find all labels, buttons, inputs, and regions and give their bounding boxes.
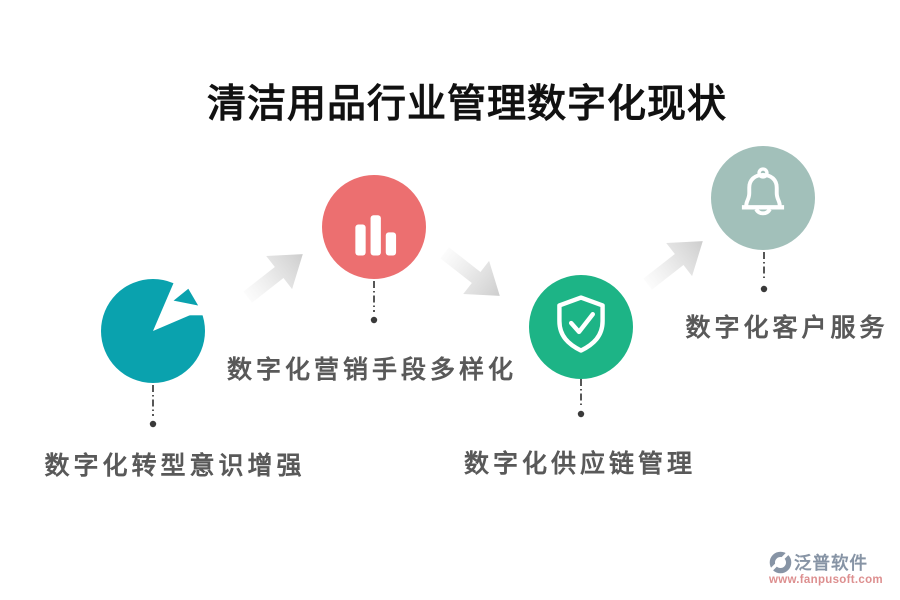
- step-2-label: 数字化营销手段多样化: [226, 356, 517, 384]
- fanpu-logo-icon: [769, 551, 792, 574]
- step-4-circle: [711, 146, 815, 250]
- step-1-circle: [101, 279, 205, 383]
- bell-icon: [711, 146, 815, 250]
- watermark-url-text: www.fanpusoft.com: [769, 574, 883, 586]
- shield-check-icon: [529, 275, 633, 379]
- step-3-label: 数字化供应链管理: [463, 450, 696, 478]
- step-4-label: 数字化客户服务: [685, 314, 889, 342]
- step-3-circle: [529, 275, 633, 379]
- arrow-up-right-icon: [228, 229, 324, 321]
- step-1-connector-line: [148, 384, 158, 430]
- step-2-connector-line: [369, 280, 379, 326]
- bar-chart-icon: [322, 175, 426, 279]
- page-title: 清洁用品行业管理数字化现状: [206, 83, 727, 126]
- step-2-circle: [322, 175, 426, 279]
- step-4-connector-line: [759, 251, 769, 297]
- pie-chart-icon: [101, 279, 205, 383]
- watermark: 泛普软件 www.fanpusoft.com: [769, 550, 897, 586]
- arrow-down-right-icon: [425, 229, 521, 321]
- arrow-up-right-icon: [628, 216, 724, 308]
- watermark-brand-row: 泛普软件: [769, 550, 897, 575]
- step-1-label: 数字化转型意识增强: [44, 452, 306, 480]
- step-3-connector-line: [576, 378, 586, 424]
- watermark-brand-text: 泛普软件: [794, 553, 868, 573]
